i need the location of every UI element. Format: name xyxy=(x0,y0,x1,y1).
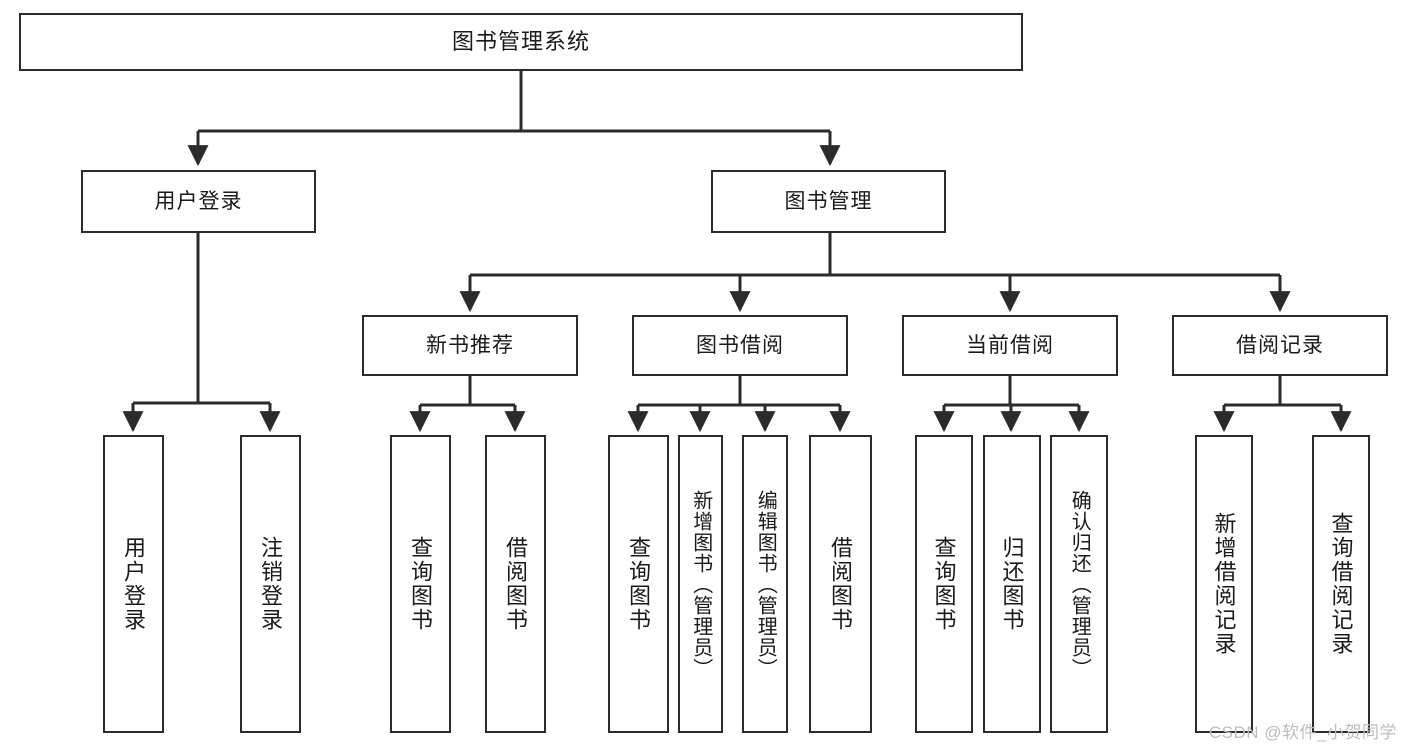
leaf-add-book-admin[interactable]: 新增图书（管理员） xyxy=(678,435,723,733)
node-root-system[interactable]: 图书管理系统 xyxy=(19,13,1023,71)
leaf-return-book[interactable]: 归还图书 xyxy=(983,435,1041,733)
leaf-query-borrow-record[interactable]: 查询借阅记录 xyxy=(1312,435,1370,733)
node-borrow-record[interactable]: 借阅记录 xyxy=(1172,315,1388,376)
leaf-user-logout[interactable]: 注销登录 xyxy=(240,435,301,733)
leaf-user-login[interactable]: 用户登录 xyxy=(103,435,164,733)
leaf-query-book-recommend[interactable]: 查询图书 xyxy=(390,435,451,733)
leaf-borrow-book-recommend[interactable]: 借阅图书 xyxy=(485,435,546,733)
leaf-add-borrow-record[interactable]: 新增借阅记录 xyxy=(1195,435,1253,733)
node-user-login[interactable]: 用户登录 xyxy=(81,170,316,233)
node-book-borrow[interactable]: 图书借阅 xyxy=(632,315,848,376)
leaf-edit-book-admin[interactable]: 编辑图书（管理员） xyxy=(742,435,788,733)
leaf-borrow-book[interactable]: 借阅图书 xyxy=(809,435,872,733)
node-new-book-recommend[interactable]: 新书推荐 xyxy=(362,315,578,376)
leaf-confirm-return-admin[interactable]: 确认归还（管理员） xyxy=(1050,435,1108,733)
node-current-borrow[interactable]: 当前借阅 xyxy=(902,315,1118,376)
node-book-management[interactable]: 图书管理 xyxy=(711,170,946,233)
leaf-query-book-current[interactable]: 查询图书 xyxy=(915,435,973,733)
csdn-watermark: CSDN @软件_小贺同学 xyxy=(1208,723,1397,742)
leaf-query-book-borrow[interactable]: 查询图书 xyxy=(608,435,669,733)
